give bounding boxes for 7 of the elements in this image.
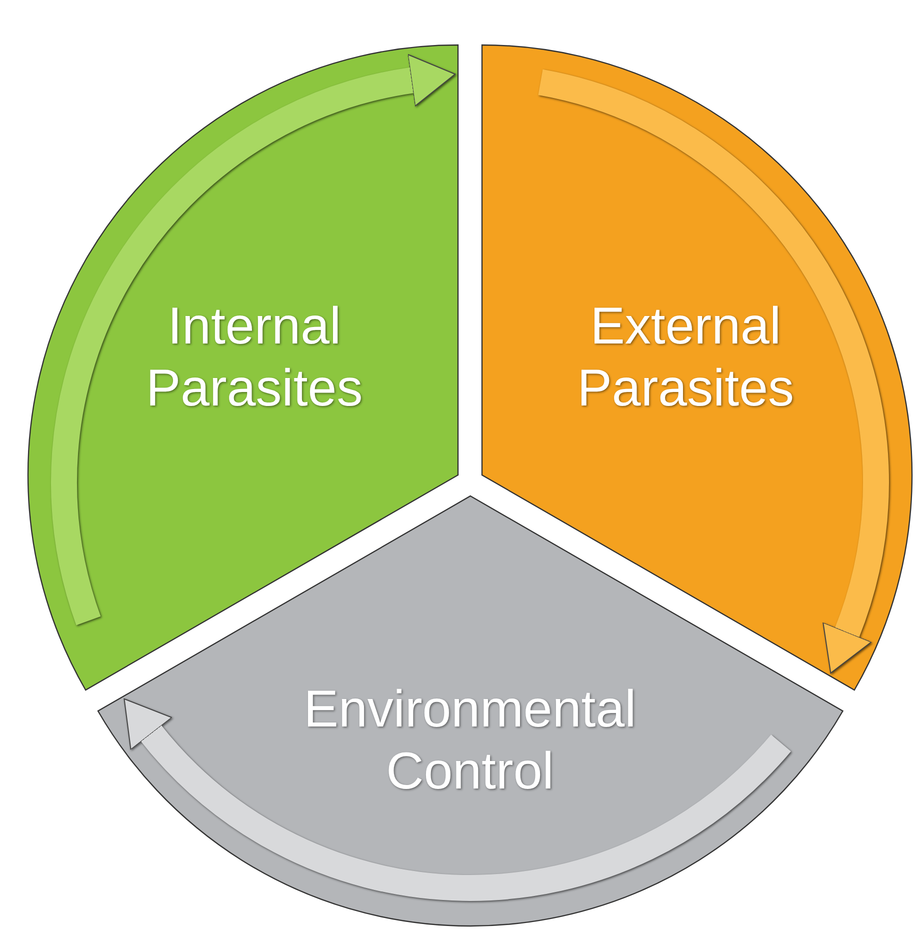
curved-arrow (51, 54, 456, 625)
segment-label: Internal Parasites (144, 296, 364, 420)
cycle-segment (98, 496, 842, 926)
segment-label: External Parasites (576, 296, 795, 420)
curved-arrow (537, 70, 889, 674)
segment-label: Environmental Control (302, 680, 638, 803)
curved-arrow (122, 700, 790, 901)
